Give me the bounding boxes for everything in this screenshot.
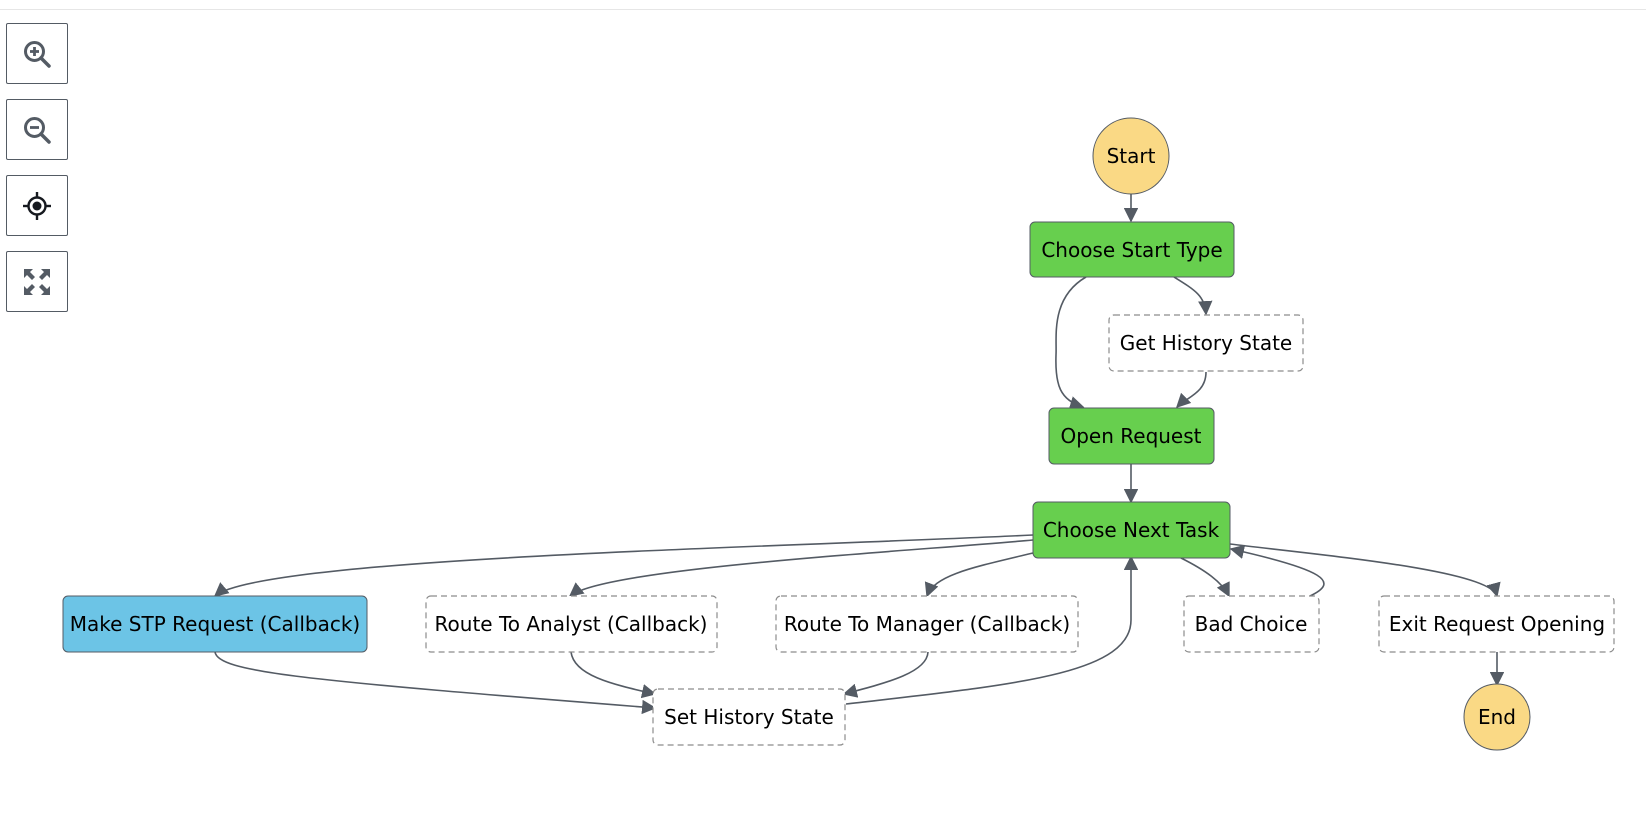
zoom-in-button[interactable] (6, 23, 68, 84)
state-end[interactable]: End (1463, 683, 1531, 751)
state-get-history-state-label: Get History State (1120, 331, 1292, 355)
state-make-stp-request-label: Make STP Request (Callback) (70, 612, 360, 636)
zoom-out-button[interactable] (6, 99, 68, 160)
state-bad-choice[interactable]: Bad Choice (1183, 595, 1320, 653)
edge-choose-next-task-to-exit (1229, 543, 1501, 598)
state-exit-request-opening-label: Exit Request Opening (1389, 612, 1605, 636)
state-route-to-manager-label: Route To Manager (Callback) (784, 612, 1070, 636)
fit-to-screen-button[interactable] (6, 251, 68, 312)
state-route-to-manager[interactable]: Route To Manager (Callback) (775, 595, 1079, 653)
edge-route-analyst-to-set-history (570, 651, 657, 699)
state-route-to-analyst-label: Route To Analyst (Callback) (435, 612, 708, 636)
edge-make-stp-to-set-history (214, 651, 657, 715)
center-button[interactable] (6, 175, 68, 236)
state-set-history-state[interactable]: Set History State (652, 688, 846, 746)
edge-choose-next-task-to-bad-choice (1180, 557, 1230, 598)
state-start[interactable]: Start (1092, 117, 1170, 195)
edge-choose-start-type-to-get-history (1173, 276, 1213, 316)
edge-get-history-to-open-request (1175, 371, 1207, 409)
state-open-request-label: Open Request (1060, 424, 1201, 448)
edge-bad-choice-to-choose-next-task (1229, 544, 1325, 597)
state-route-to-analyst[interactable]: Route To Analyst (Callback) (425, 595, 718, 653)
top-bar (0, 0, 1646, 10)
state-open-request[interactable]: Open Request (1048, 407, 1215, 465)
edge-choose-next-task-to-make-stp (213, 534, 1034, 597)
fit-to-screen-icon (24, 268, 50, 295)
state-exit-request-opening[interactable]: Exit Request Opening (1378, 595, 1615, 653)
edge-choose-next-task-to-route-manager (924, 552, 1034, 598)
state-choose-start-type[interactable]: Choose Start Type (1029, 221, 1235, 278)
state-start-label: Start (1107, 144, 1156, 168)
edge-set-history-to-choose-next-task (845, 555, 1139, 705)
state-end-label: End (1478, 705, 1516, 729)
state-bad-choice-label: Bad Choice (1195, 612, 1308, 636)
edge-choose-start-type-to-open-request (1055, 276, 1087, 411)
state-make-stp-request[interactable]: Make STP Request (Callback) (62, 595, 368, 653)
center-icon (23, 191, 51, 220)
zoom-in-icon (24, 40, 51, 68)
state-choose-next-task-label: Choose Next Task (1043, 518, 1220, 542)
zoom-out-icon (24, 116, 51, 144)
state-choose-start-type-label: Choose Start Type (1041, 238, 1222, 262)
state-set-history-state-label: Set History State (664, 705, 834, 729)
state-get-history-state[interactable]: Get History State (1108, 314, 1304, 372)
edges (213, 193, 1505, 715)
state-choose-next-task[interactable]: Choose Next Task (1032, 501, 1231, 559)
edge-route-manager-to-set-history (842, 651, 929, 698)
edge-choose-next-task-to-route-analyst (568, 539, 1034, 597)
